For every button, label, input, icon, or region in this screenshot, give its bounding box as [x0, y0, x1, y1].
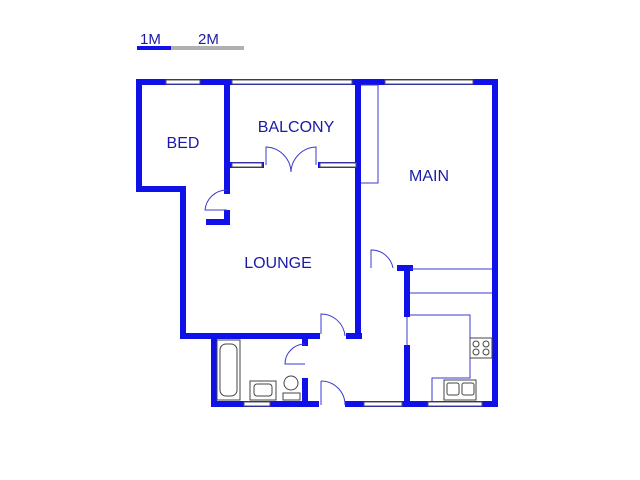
window-kitchen [427, 401, 483, 407]
scale-label-2m: 2M [198, 31, 219, 48]
wall-bed-lounge-lower [206, 219, 230, 225]
room-label-balcony: BALCONY [258, 119, 335, 136]
room-labels: BED BALCONY MAIN LOUNGE [167, 119, 449, 272]
wall-bed-left [136, 79, 142, 192]
wall-bath-left [211, 338, 217, 407]
wall-bottom-hall [345, 401, 498, 407]
windows [165, 79, 483, 407]
wall-bath-right [302, 338, 308, 346]
entrance-door [320, 380, 346, 406]
kitchen-sink [443, 379, 477, 401]
window-hall [363, 401, 403, 407]
window-balcony-right [319, 162, 357, 168]
wall-bath-right-lower [302, 378, 308, 407]
room-label-lounge: LOUNGE [244, 255, 312, 272]
wall-lounge-main [355, 79, 361, 269]
bed-door [204, 189, 228, 211]
wall-hall-right [404, 265, 410, 317]
bathtub [216, 339, 241, 401]
window-balcony-left [231, 162, 263, 168]
wall-bed-lounge-stub [224, 210, 230, 225]
room-label-main: MAIN [409, 168, 449, 185]
window-bath [243, 401, 271, 407]
wall-bed-balcony [224, 79, 230, 194]
wall-right [492, 79, 498, 407]
balcony-door-left [265, 146, 292, 173]
wall-lounge-main-lower [355, 265, 361, 339]
bathroom-door [284, 343, 306, 365]
scale-bar-dark-segment [137, 46, 171, 50]
thin-lines [361, 84, 492, 401]
wardrobe-outline [361, 84, 379, 184]
room-label-bed: BED [167, 135, 200, 152]
wall-lounge-bottom-right [346, 333, 362, 339]
wall-lounge-bottom [180, 333, 320, 339]
wall-hall-right-lower [404, 345, 410, 407]
scale-bar: 1M 2M [137, 31, 244, 50]
scale-label-1m: 1M [140, 31, 161, 48]
wall-lounge-left [180, 186, 186, 339]
kitchen-counter [410, 314, 471, 401]
window-bed [165, 79, 201, 85]
main-door [370, 249, 394, 269]
window-balcony [231, 79, 353, 85]
scale-bar-light-segment [171, 46, 244, 50]
balcony-door-right [290, 146, 317, 173]
fixtures [216, 337, 493, 401]
window-main [384, 79, 474, 85]
wall-bed-bottom [136, 186, 186, 192]
stove [469, 337, 493, 359]
basin [249, 380, 277, 401]
hall-door [320, 313, 346, 337]
doors [204, 146, 408, 406]
toilet [282, 375, 301, 401]
